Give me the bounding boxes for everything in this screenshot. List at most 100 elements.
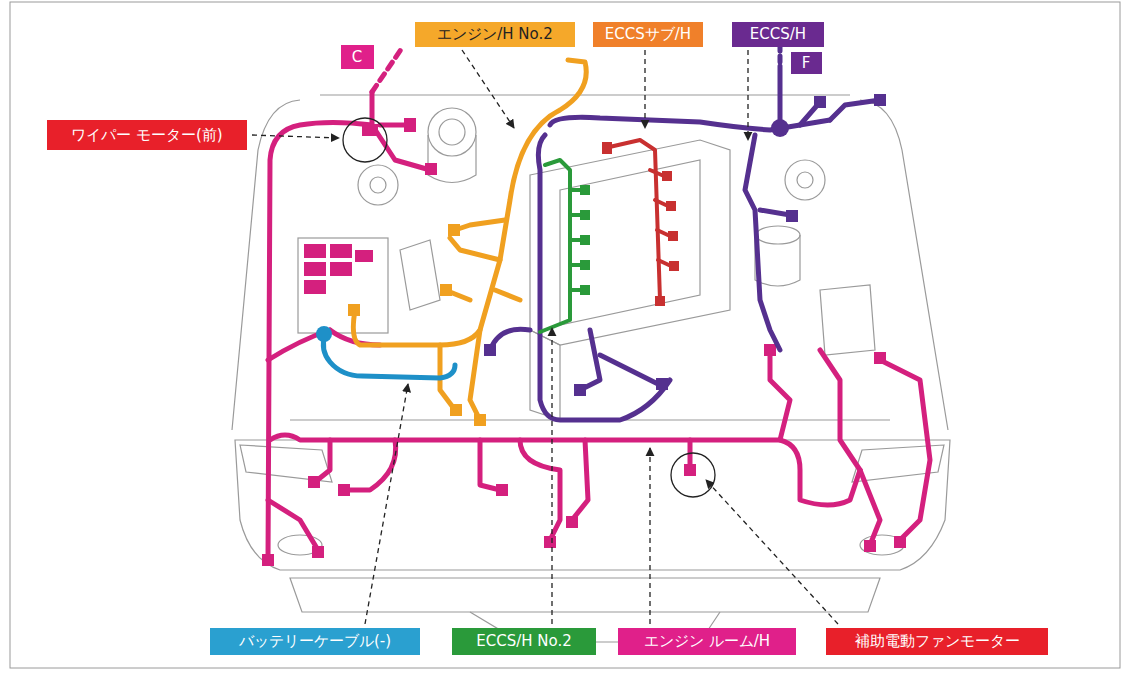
harness-connectors <box>348 224 486 426</box>
continuation-tag: C <box>341 45 374 69</box>
harness-label: ECCS/H <box>732 22 824 47</box>
fuse-block <box>330 244 352 258</box>
engine-harness-2 <box>353 60 586 420</box>
right-fender <box>860 100 948 430</box>
harness-wire <box>353 60 586 345</box>
harness-wire <box>580 330 600 390</box>
harness-wire <box>450 238 500 260</box>
connector <box>656 378 668 390</box>
harness-wire <box>650 170 664 176</box>
strut-tower <box>358 165 398 205</box>
harness-connectors <box>602 142 679 306</box>
connector <box>262 554 274 566</box>
part-label: ワイパー モーター(前) <box>47 120 247 150</box>
lower-grille <box>290 578 880 612</box>
harness-wire <box>820 350 860 470</box>
connector <box>814 96 826 108</box>
harness-wire <box>268 500 318 550</box>
part-label: 補助電動ファンモーター <box>826 628 1048 655</box>
highlight-circle <box>671 453 715 497</box>
engine-room-harness <box>268 48 930 560</box>
label-text: ワイパー モーター(前) <box>71 127 222 144</box>
harness-label: バッテリーケーブル(-) <box>210 628 420 655</box>
continuation-tag: F <box>791 52 822 74</box>
fuse-block <box>330 262 352 276</box>
label-text: 補助電動ファンモーター <box>855 633 1020 650</box>
connector <box>580 285 590 295</box>
connector <box>764 344 776 356</box>
fluid-tank <box>756 226 800 244</box>
connector <box>669 261 679 271</box>
connector <box>496 484 508 496</box>
highlight-circle <box>343 118 387 162</box>
connector <box>308 476 320 488</box>
leader-line <box>365 384 408 624</box>
harness-wire <box>372 125 430 170</box>
leader-line <box>551 328 552 624</box>
harness-wire <box>605 140 660 300</box>
connector <box>404 118 416 132</box>
harness-continues <box>372 48 402 92</box>
fluid-tank <box>755 235 800 286</box>
fuse-block <box>304 280 326 294</box>
label-text: ECCS/H No.2 <box>476 633 572 650</box>
connector <box>894 536 906 548</box>
cowl-line <box>320 94 850 95</box>
harness-wire <box>745 135 780 350</box>
strut-tower <box>370 177 386 193</box>
connector <box>655 296 665 306</box>
leader-line <box>644 50 645 128</box>
strut-tower <box>797 172 813 188</box>
harness-wire <box>880 360 930 540</box>
cable-terminal <box>316 326 332 342</box>
harness-wire <box>760 210 790 215</box>
harness-wire <box>538 135 670 420</box>
reservoir <box>428 135 476 183</box>
label-text: C <box>352 49 362 66</box>
connector <box>574 384 586 396</box>
connector <box>580 260 590 270</box>
harness-wire <box>860 470 880 545</box>
connector <box>474 414 486 426</box>
car-body <box>232 95 950 642</box>
connector <box>684 464 696 476</box>
fuse-block <box>355 250 373 262</box>
connector <box>362 124 378 136</box>
connector <box>348 304 360 316</box>
harness-wire <box>770 350 790 440</box>
eccs-harness-2 <box>540 160 582 332</box>
relay-box <box>400 240 440 310</box>
battery-cable <box>316 326 455 378</box>
harness-wire <box>520 440 560 540</box>
connector <box>602 142 612 154</box>
label-text: F <box>802 55 811 72</box>
connector <box>544 536 556 548</box>
reservoir-cap <box>439 119 465 145</box>
harness-connectors <box>484 94 886 396</box>
leader-line <box>747 50 748 140</box>
leader-line <box>649 448 650 624</box>
harness-wire <box>540 160 570 332</box>
connector <box>874 352 886 364</box>
cable <box>323 335 455 378</box>
connector <box>440 284 452 296</box>
connector <box>668 231 678 241</box>
harness-wire <box>455 220 505 230</box>
harness-wire <box>495 290 520 300</box>
reservoir <box>428 108 476 156</box>
harness-connectors <box>580 185 590 295</box>
harness-label: ECCS/H No.2 <box>452 628 596 655</box>
harness-wire <box>830 100 880 120</box>
connector <box>450 404 462 416</box>
label-text: エンジン ルーム/H <box>644 633 770 650</box>
harness-wire <box>315 440 330 482</box>
engine-cover <box>560 160 700 325</box>
fuse-block <box>304 244 326 258</box>
leader-line <box>706 480 838 624</box>
harness-wire <box>470 330 480 420</box>
connector <box>874 94 886 106</box>
connector <box>312 546 324 558</box>
harness-label: エンジン ルーム/H <box>618 628 796 655</box>
connector <box>786 210 798 222</box>
